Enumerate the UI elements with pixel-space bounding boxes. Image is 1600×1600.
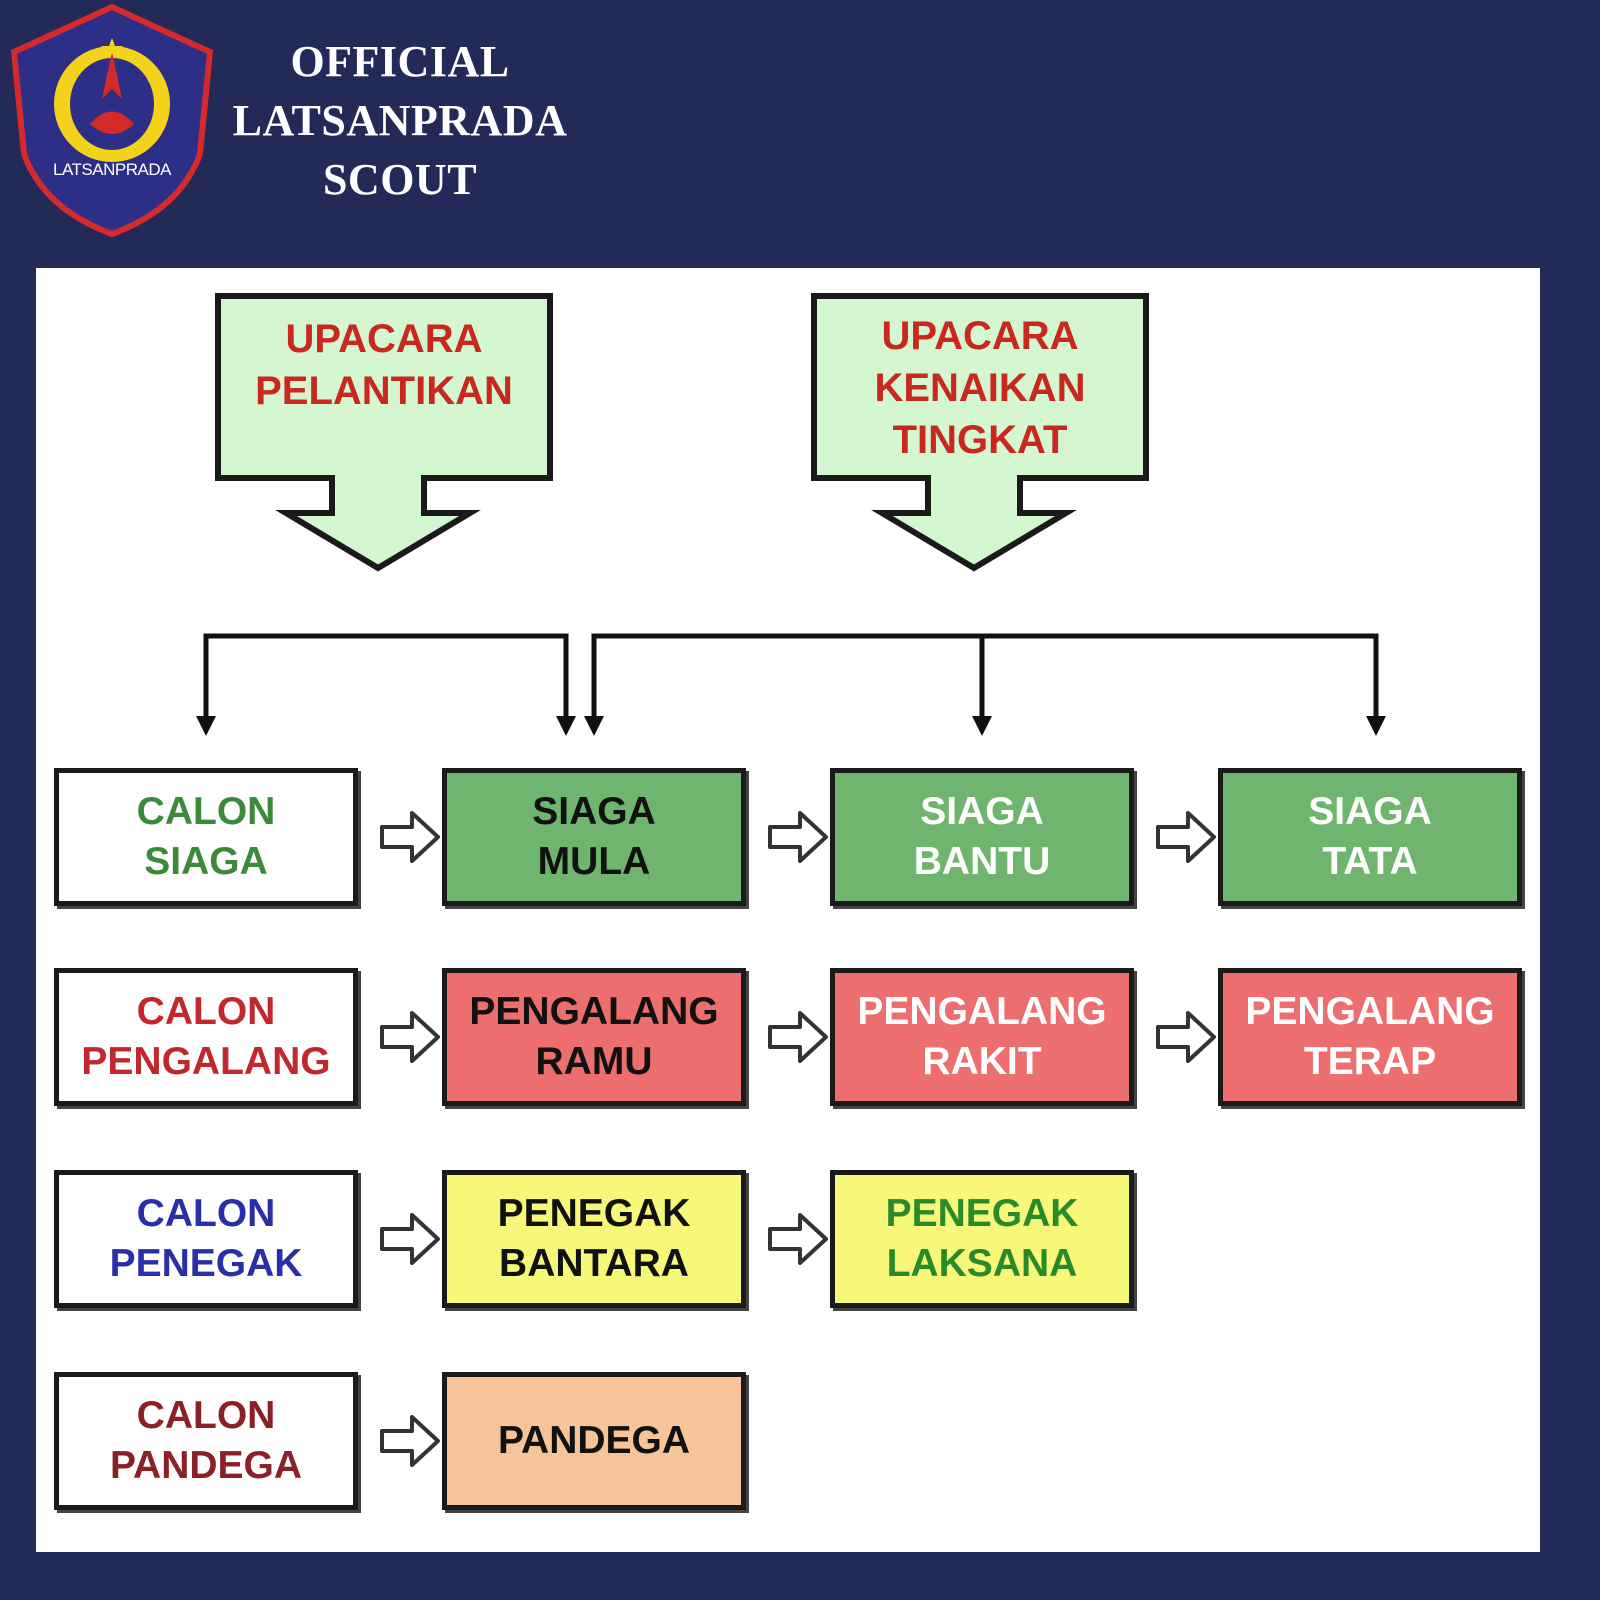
brand-title: OFFICIAL LATSANPRADA SCOUT xyxy=(220,32,580,209)
next-level-arrow-icon xyxy=(380,811,440,863)
level-label-line: RAMU xyxy=(535,1040,653,1083)
level-label-line: BANTU xyxy=(913,840,1051,883)
level-label-line: TATA xyxy=(1322,840,1418,883)
next-level-arrow-icon xyxy=(768,1011,828,1063)
level-label-line: SIAGA xyxy=(532,790,656,833)
level-label-line: SIAGA xyxy=(144,840,268,883)
calon-box: CALON PANDEGA xyxy=(54,1372,358,1510)
level-box: SIAGA TATA xyxy=(1218,768,1522,906)
next-level-arrow-icon xyxy=(380,1213,440,1265)
level-label-line: BANTARA xyxy=(499,1242,689,1285)
level-label-line: PANDEGA xyxy=(497,1419,691,1462)
ceremony-line: PELANTIKAN xyxy=(255,369,513,413)
level-label-line: PANDEGA xyxy=(109,1444,303,1487)
ceremony-kenaikan-tingkat: UPACARA KENAIKAN TINGKAT xyxy=(814,310,1146,466)
level-box: PENEGAK LAKSANA xyxy=(830,1170,1134,1308)
level-label-line: PENGALANG xyxy=(81,1040,331,1083)
level-label-line: RAKIT xyxy=(922,1040,1042,1083)
brand-title-line: OFFICIAL xyxy=(290,37,510,86)
level-label-line: PENEGAK xyxy=(885,1192,1079,1235)
branch-lines xyxy=(203,633,1379,718)
logo-text: LATSANPRADA xyxy=(53,160,171,179)
level-label-line: SIAGA xyxy=(920,790,1044,833)
ceremony-line: UPACARA xyxy=(881,314,1079,358)
level-box: PANDEGA xyxy=(442,1372,746,1510)
ceremony-line: TINGKAT xyxy=(892,418,1068,462)
level-label-line: PENEGAK xyxy=(109,1242,303,1285)
next-level-arrow-icon xyxy=(768,1213,828,1265)
level-label-line: MULA xyxy=(537,840,651,883)
ceremony-pelantikan: UPACARA PELANTIKAN xyxy=(218,313,550,417)
level-box: SIAGA MULA xyxy=(442,768,746,906)
level-label-line: CALON xyxy=(136,1192,276,1235)
next-level-arrow-icon xyxy=(1156,811,1216,863)
level-label-line: PENGALANG xyxy=(1245,990,1495,1033)
brand-title-line: LATSANPRADA xyxy=(232,96,568,145)
calon-box: CALON PENGALANG xyxy=(54,968,358,1106)
level-box: PENEGAK BANTARA xyxy=(442,1170,746,1308)
level-label-line: LAKSANA xyxy=(886,1242,1078,1285)
ceremony-arrow-pelantikan xyxy=(215,293,553,572)
brand-title-line: SCOUT xyxy=(322,155,478,204)
ceremony-line: UPACARA xyxy=(285,317,483,361)
level-label-line: PENGALANG xyxy=(857,990,1107,1033)
level-label-line: TERAP xyxy=(1303,1040,1437,1083)
level-box: SIAGA BANTU xyxy=(830,768,1134,906)
calon-box: CALON SIAGA xyxy=(54,768,358,906)
connector-lines xyxy=(196,293,1386,736)
next-level-arrow-icon xyxy=(768,811,828,863)
next-level-arrow-icon xyxy=(380,1415,440,1467)
ceremony-arrow-kenaikan xyxy=(811,293,1149,572)
next-level-arrow-icon xyxy=(1156,1011,1216,1063)
level-label-line: CALON xyxy=(136,1394,276,1437)
diagram-panel: UPACARA PELANTIKAN UPACARA KENAIKAN TING… xyxy=(36,268,1540,1552)
level-label-line: PENEGAK xyxy=(497,1192,691,1235)
level-box: PENGALANG RAMU xyxy=(442,968,746,1106)
calon-box: CALON PENEGAK xyxy=(54,1170,358,1308)
level-label-line: CALON xyxy=(136,990,276,1033)
ceremony-line: KENAIKAN xyxy=(874,366,1086,410)
level-box: PENGALANG RAKIT xyxy=(830,968,1134,1106)
latsanprada-logo xyxy=(10,4,214,238)
level-label-line: PENGALANG xyxy=(469,990,719,1033)
next-level-arrow-icon xyxy=(380,1011,440,1063)
level-label-line: SIAGA xyxy=(1308,790,1432,833)
level-label-line: CALON xyxy=(136,790,276,833)
branch-arrowheads xyxy=(196,716,1386,736)
level-box: PENGALANG TERAP xyxy=(1218,968,1522,1106)
